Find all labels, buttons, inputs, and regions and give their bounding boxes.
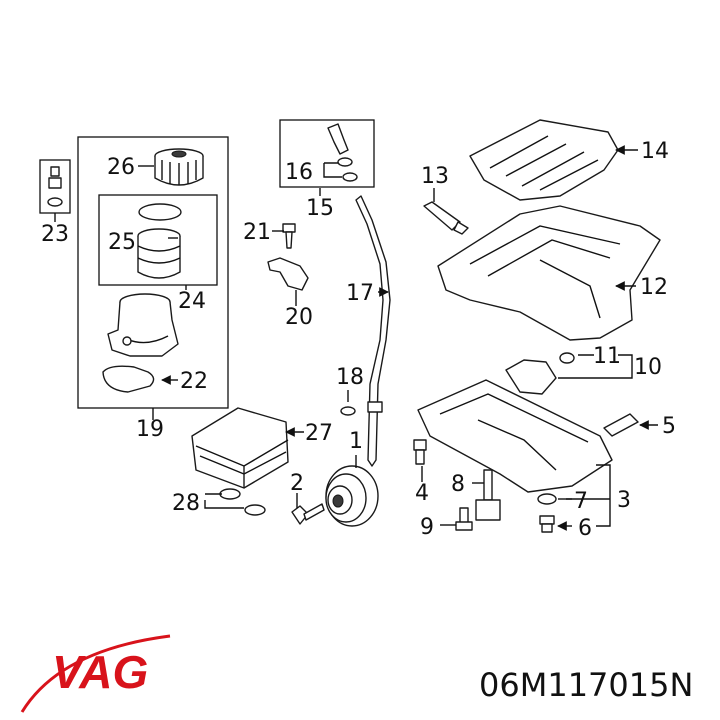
screw-part: [455, 507, 473, 531]
callout-19: 19: [136, 417, 164, 442]
brand-name: VAG: [52, 646, 148, 698]
callout-10: 10: [634, 355, 662, 380]
callout-8: 8: [451, 472, 465, 497]
callout-18: 18: [336, 365, 364, 390]
callout-13: 13: [421, 164, 449, 189]
callout-20: 20: [285, 305, 313, 330]
callout-11: 11: [593, 344, 621, 369]
oil-filter-housing-part: [102, 293, 179, 393]
bracket-part: [267, 257, 309, 291]
sensor-part: [327, 123, 358, 182]
leader-lines: [54, 145, 658, 531]
group-frame-24: [98, 194, 218, 286]
lower-oil-pan-part: [417, 379, 613, 493]
cooler-seal-part: [219, 488, 266, 516]
callout-22: 22: [180, 369, 208, 394]
callout-2: 2: [290, 471, 304, 496]
callout-5: 5: [662, 414, 676, 439]
vag-logo: VAG: [20, 634, 171, 713]
callout-14: 14: [641, 139, 669, 164]
callout-4: 4: [415, 481, 429, 506]
callout-28: 28: [172, 491, 200, 516]
level-sensor-part: [475, 469, 501, 521]
callout-12: 12: [640, 275, 668, 300]
oil-cooler-part: [191, 407, 289, 489]
oil-filter-element-part: [137, 203, 182, 279]
bracket-bolt-part: [282, 223, 296, 249]
small-seal-part: [47, 166, 63, 207]
callout-24: 24: [178, 289, 206, 314]
upper-frame-part: [469, 119, 619, 201]
logo-swoosh-icon: [20, 634, 171, 713]
callout-15: 15: [306, 196, 334, 221]
callout-1: 1: [349, 429, 363, 454]
callout-26: 26: [107, 155, 135, 180]
pulley-part: [325, 465, 379, 527]
callout-25: 25: [108, 230, 136, 255]
callout-16: 16: [285, 160, 313, 185]
drain-seal-part: [537, 493, 557, 505]
sealant-tube-part: [423, 201, 469, 235]
dipstick-seal-part: [340, 406, 356, 416]
part-number: 06M117015N: [479, 666, 693, 704]
oil-pump-part: [505, 352, 575, 395]
sealant-cartridge-part: [603, 413, 639, 437]
callout-6: 6: [578, 516, 592, 541]
group-frame-15: [279, 119, 375, 188]
callout-9: 9: [420, 515, 434, 540]
pan-bolt-part: [413, 439, 427, 465]
callout-21: 21: [243, 220, 271, 245]
callout-27: 27: [305, 421, 333, 446]
callout-7: 7: [574, 489, 588, 514]
callout-3: 3: [617, 488, 631, 513]
oil-filter-cap-part: [154, 148, 204, 186]
drain-plug-part: [539, 515, 555, 533]
callout-23: 23: [41, 222, 69, 247]
callout-17: 17: [346, 281, 374, 306]
upper-oil-pan-part: [437, 205, 661, 341]
dipstick-tube-part: [355, 195, 391, 467]
